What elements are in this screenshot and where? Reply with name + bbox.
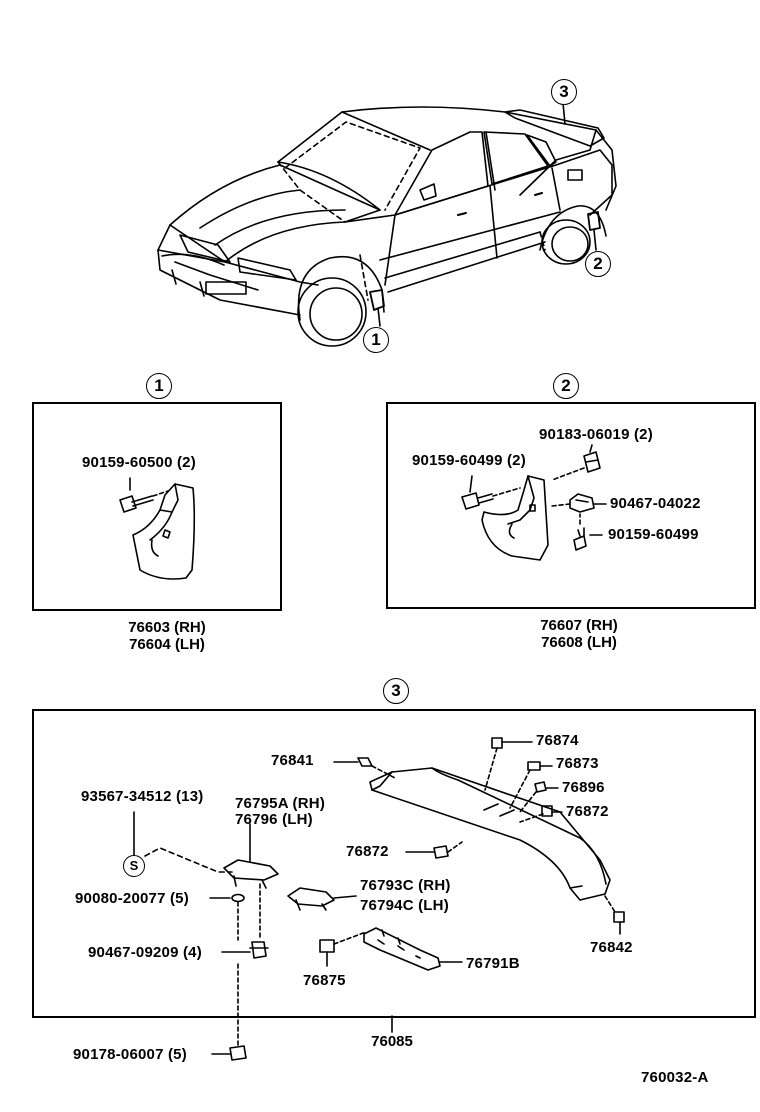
s-clip-symbol: S (123, 855, 145, 877)
mudguard-rear-drawing (461, 444, 607, 561)
part-label: 90467-04022 (610, 495, 701, 512)
part-label: 76603 (RH) (128, 619, 206, 636)
car-illustration (157, 102, 617, 347)
section-1-header: 1 (146, 373, 172, 399)
part-label: 76796 (LH) (235, 811, 313, 828)
part-label: 90159-60499 (2) (412, 452, 526, 469)
box-section-2 (386, 402, 756, 609)
mudguard-front-drawing (119, 477, 196, 580)
part-label: 76872 (566, 803, 609, 820)
part-label: 76794C (LH) (360, 897, 449, 914)
callout-2-car: 2 (585, 251, 611, 277)
part-label: 90080-20077 (5) (75, 890, 189, 907)
part-label: 76795A (RH) (235, 795, 326, 812)
part-label: 90178-06007 (5) (73, 1046, 187, 1063)
section-2-header: 2 (553, 373, 579, 399)
spoiler-drawing (133, 737, 625, 1061)
part-label: 76873 (556, 755, 599, 772)
part-label: 90159-60500 (2) (82, 454, 196, 471)
part-label: 76841 (271, 752, 314, 769)
part-label: 76607 (RH) (540, 617, 618, 634)
figure-code: 760032-A (641, 1069, 709, 1086)
callout-1-car: 1 (363, 327, 389, 353)
part-label: 76791B (466, 955, 520, 972)
part-label: 90159-60499 (608, 526, 699, 543)
part-label: 93567-34512 (13) (81, 788, 204, 805)
part-label: 76085 (371, 1033, 413, 1050)
part-label: 76604 (LH) (129, 636, 205, 653)
part-label: 76875 (303, 972, 346, 989)
part-label: 76793C (RH) (360, 877, 451, 894)
part-label: 76896 (562, 779, 605, 796)
part-label: 76608 (LH) (541, 634, 617, 651)
section-3-header: 3 (383, 678, 409, 704)
callout-3-car: 3 (551, 79, 577, 105)
box-section-1 (32, 402, 282, 611)
part-label: 90183-06019 (2) (539, 426, 653, 443)
part-label: 76874 (536, 732, 579, 749)
part-label: 76872 (346, 843, 389, 860)
part-label: 76842 (590, 939, 633, 956)
part-label: 90467-09209 (4) (88, 944, 202, 961)
box-section-3 (32, 709, 756, 1018)
